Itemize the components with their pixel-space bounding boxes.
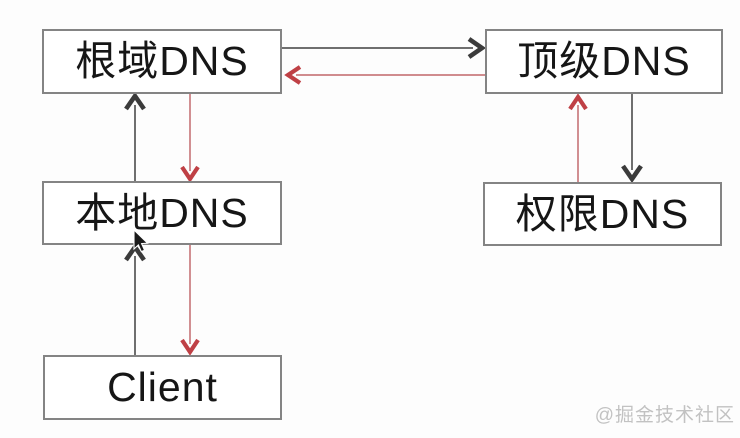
arrow-client-to-local xyxy=(124,242,146,355)
node-client: Client xyxy=(43,355,282,420)
node-auth-dns: 权限DNS xyxy=(483,182,722,246)
node-local-dns: 本地DNS xyxy=(42,181,282,245)
node-tld-dns: 顶级DNS xyxy=(485,29,723,94)
node-local-dns-label: 本地DNS xyxy=(75,189,249,236)
arrow-root-to-local xyxy=(180,94,200,183)
node-root-dns-label: 根域DNS xyxy=(75,38,249,84)
arrow-auth-to-tld xyxy=(568,93,588,182)
arrow-root-to-tld xyxy=(282,37,487,59)
node-root-dns: 根域DNS xyxy=(42,29,282,94)
arrow-local-to-root xyxy=(124,91,146,181)
arrow-local-to-client xyxy=(180,245,200,356)
watermark: @掘金技术社区 xyxy=(594,405,735,426)
node-client-label: Client xyxy=(107,364,218,410)
node-auth-dns-label: 权限DNS xyxy=(515,190,690,237)
arrow-tld-to-auth xyxy=(621,94,643,184)
node-tld-dns-label: 顶级DNS xyxy=(517,38,691,84)
arrow-tld-to-root xyxy=(284,65,485,85)
